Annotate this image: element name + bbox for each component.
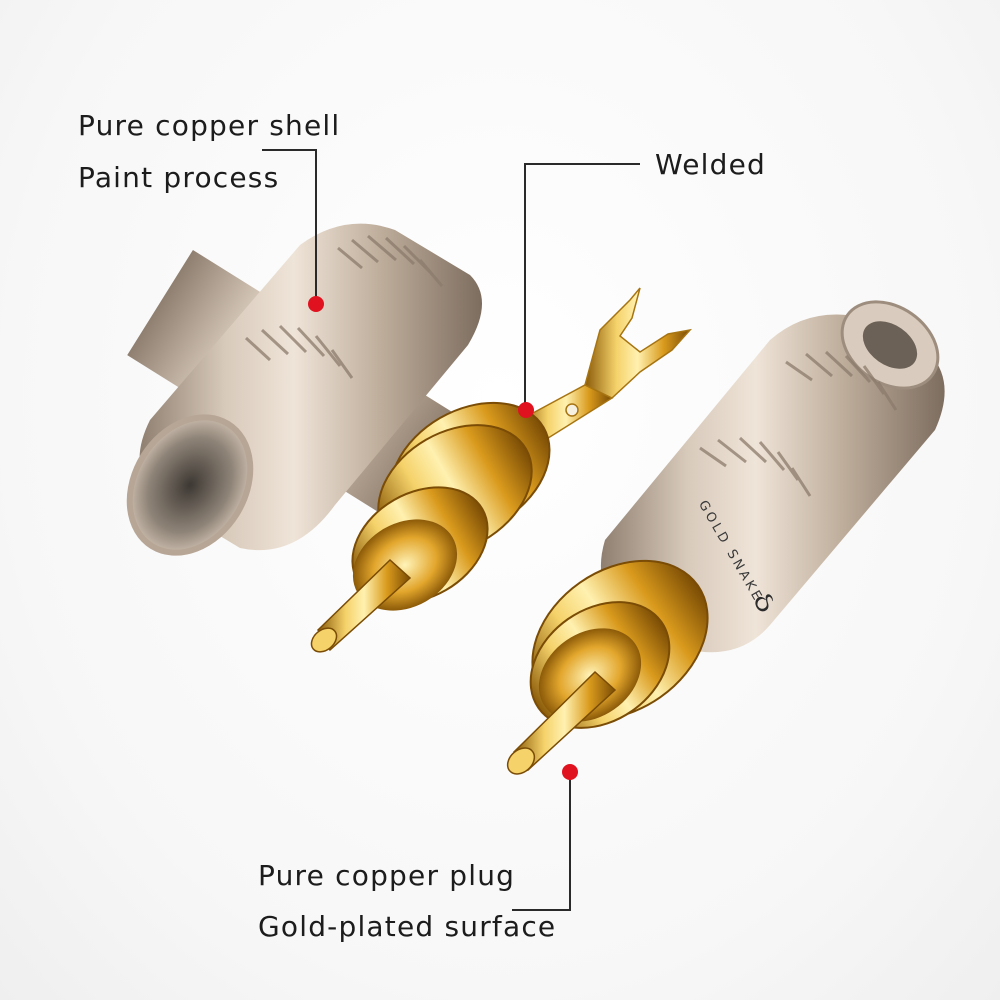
plug-marker-dot bbox=[562, 764, 578, 780]
gold-pin-connector bbox=[310, 287, 693, 653]
shell-leader-line bbox=[262, 149, 317, 300]
plug-callout-line1: Pure copper plug bbox=[258, 859, 516, 892]
shell-callout-line1: Pure copper shell bbox=[78, 109, 341, 142]
welded-leader-line bbox=[524, 163, 640, 404]
shell-callout-line2: Paint process bbox=[78, 161, 280, 194]
shell-marker-dot bbox=[308, 296, 324, 312]
leader-lines bbox=[262, 149, 640, 911]
plug-callout-line2: Gold-plated surface bbox=[258, 910, 557, 943]
welded-marker-dot bbox=[518, 402, 534, 418]
welded-callout: Welded bbox=[655, 148, 767, 181]
plug-leader-line bbox=[512, 776, 571, 911]
assembled-plug: ઠ bbox=[506, 300, 945, 775]
copper-shell-body bbox=[126, 223, 483, 556]
